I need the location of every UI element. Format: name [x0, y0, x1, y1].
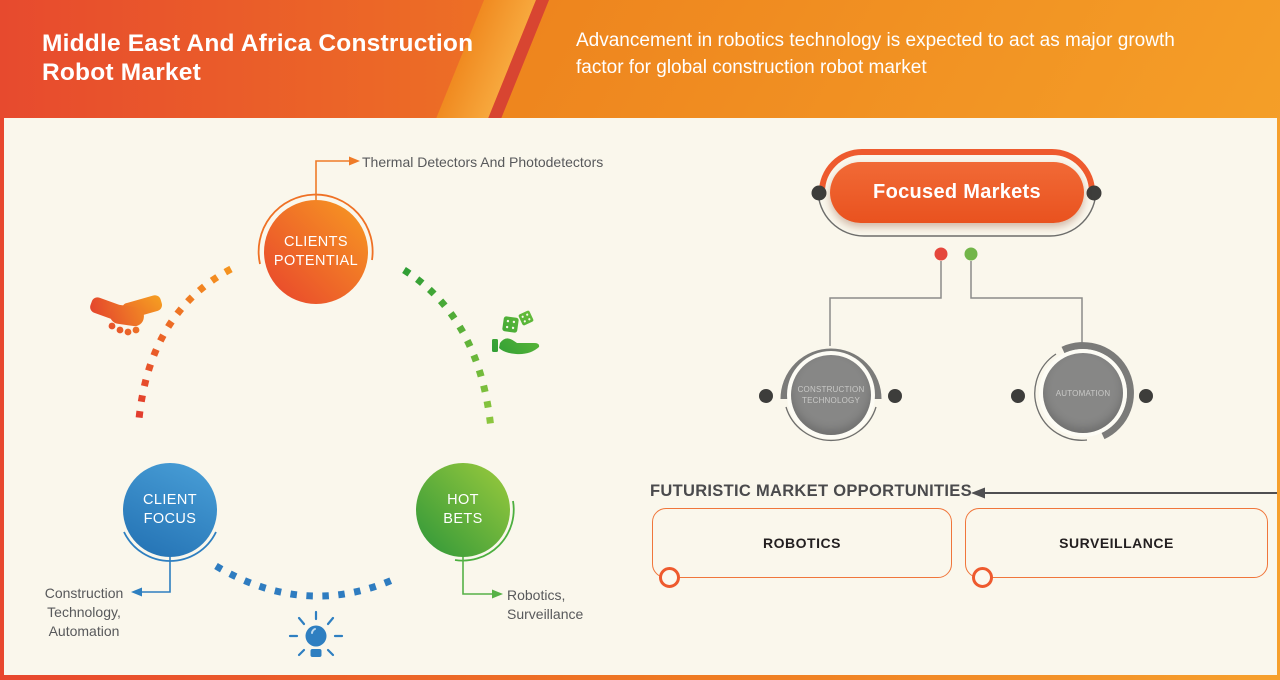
arrowhead-clients-potential: [349, 156, 360, 166]
gray-node-label: CONSTRUCTION TECHNOLOGY: [797, 385, 865, 405]
arrowhead-hot-bets: [492, 589, 503, 599]
focused-ring-dot-right: [1086, 185, 1102, 201]
connector-client-focus: [142, 557, 171, 593]
connector-clients-potential: [315, 160, 349, 200]
cycle-node-label: CLIENT FOCUS: [143, 492, 197, 527]
arrowhead-client-focus: [131, 587, 142, 597]
callout-thermal-detectors: Thermal Detectors And Photodetectors: [362, 154, 604, 170]
corner-ring-icon: [972, 567, 993, 588]
gray-node-left-thin-arc: [785, 406, 877, 442]
cycle-node-label: HOT BETS: [443, 492, 483, 527]
focused-ring-bottom: [817, 189, 1097, 237]
cycle-node-clients-potential: CLIENTS POTENTIAL: [264, 200, 368, 304]
dotted-arc-blue: [214, 562, 401, 600]
focused-markets-pill: Focused Markets: [830, 162, 1084, 223]
page-title: Middle East And Africa Construction Robo…: [42, 30, 474, 86]
branch-line-left: [829, 261, 942, 346]
focused-ring-dot-left: [811, 185, 827, 201]
cycle-node-hot-bets: HOT BETS: [416, 463, 510, 557]
connector-hot-bets: [462, 557, 492, 595]
dotted-arc-orange: [135, 265, 233, 420]
cycle-node-label: CLIENTS POTENTIAL: [273, 234, 359, 269]
branch-line-right: [970, 261, 1083, 347]
gray-node-automation: AUTOMATION: [1043, 353, 1123, 433]
dice-hand-icon: [492, 310, 540, 355]
gray-node-right-thick-arc: [1061, 342, 1134, 440]
lightbulb-icon: [288, 610, 344, 657]
ring-clients-potential: [257, 193, 374, 265]
opportunity-label: ROBOTICS: [763, 535, 841, 551]
focused-ring-top: [819, 149, 1095, 193]
opportunity-label: SURVEILLANCE: [1059, 535, 1174, 551]
branch-dot-green: [964, 247, 978, 261]
callout-construction-technology-automation: Construction Technology, Automation: [44, 585, 124, 639]
opportunity-box-robotics: ROBOTICS: [652, 508, 952, 588]
opportunity-box-surveillance: SURVEILLANCE: [965, 508, 1268, 588]
branch-dot-red: [934, 247, 948, 261]
gray-node-right-dot-left: [1011, 389, 1025, 403]
opportunities-arrowhead: [971, 487, 985, 499]
focused-markets-title: Focused Markets: [873, 181, 1041, 203]
corner-ring-icon: [659, 567, 680, 588]
gray-node-construction-technology: CONSTRUCTION TECHNOLOGY: [791, 355, 871, 435]
dotted-arc-green: [402, 267, 495, 430]
callout-robotics-surveillance: Robotics, Surveillance: [507, 587, 584, 622]
handshake-icon: [90, 295, 163, 336]
gray-node-left-dot-right: [888, 389, 902, 403]
gray-node-right-dot-right: [1139, 389, 1153, 403]
gray-node-left-thick-arc: [780, 348, 882, 400]
gray-node-label: AUTOMATION: [1055, 388, 1111, 398]
gray-node-left-dot-left: [759, 389, 773, 403]
opportunities-heading: FUTURISTIC MARKET OPPORTUNITIES: [650, 482, 972, 500]
ring-hot-bets: [454, 500, 515, 562]
gray-node-right-thin-arc: [1034, 353, 1088, 441]
page-subtitle: Advancement in robotics technology is ex…: [576, 30, 1175, 78]
header-banner: Middle East And Africa Construction Robo…: [0, 0, 1280, 118]
cycle-node-client-focus: CLIENT FOCUS: [123, 463, 217, 557]
